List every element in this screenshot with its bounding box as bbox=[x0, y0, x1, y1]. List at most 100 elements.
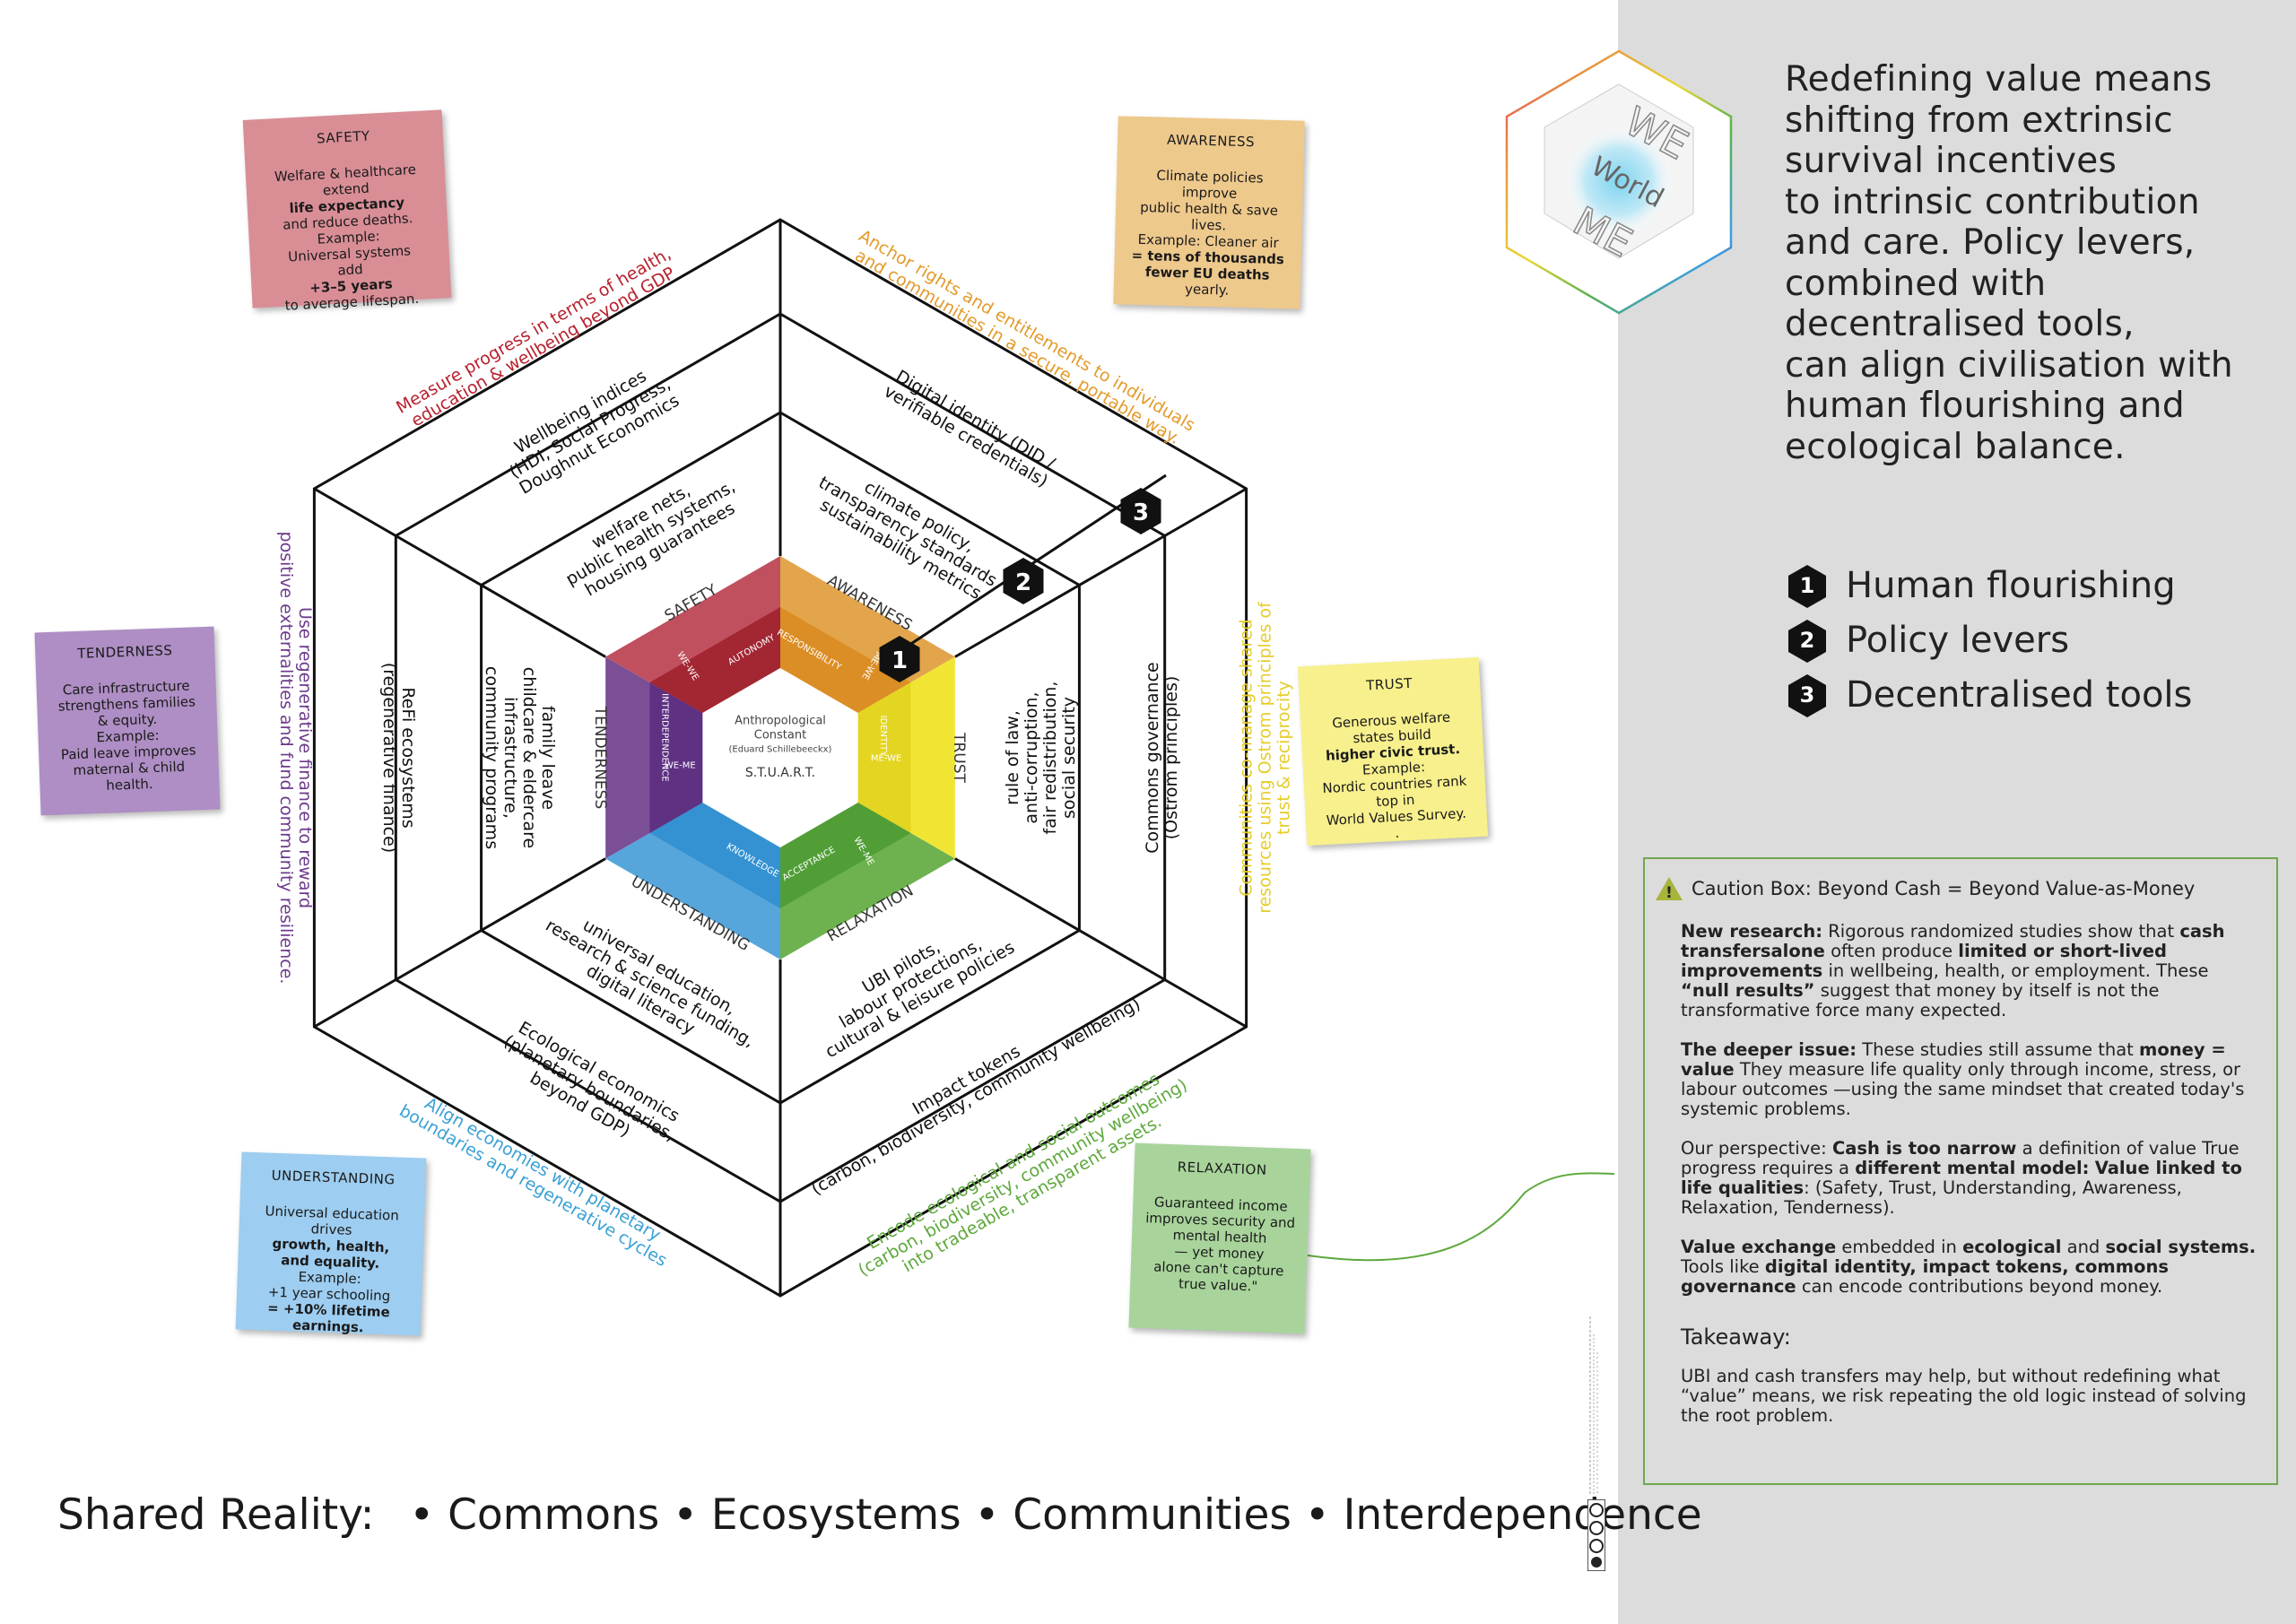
note-title: TRUST bbox=[1365, 674, 1413, 694]
text-line: TENDERNESS bbox=[591, 706, 609, 810]
text-line: INTERDEPENDENCE bbox=[659, 693, 669, 781]
segment-inner-safety bbox=[649, 607, 780, 713]
marker-human-flourishing-number: 1 bbox=[891, 647, 908, 674]
footer-label: Shared Reality: bbox=[57, 1490, 375, 1540]
creative-commons-license-icon bbox=[1587, 1499, 1605, 1571]
text-run: Value linked to life qualities bbox=[1681, 1158, 2242, 1198]
marker-decentralised-tools bbox=[1120, 488, 1161, 534]
text-line: WE-ME bbox=[665, 760, 696, 770]
headline-line: to intrinsic contribution bbox=[1785, 181, 2200, 222]
marker-decentralised-tools-number: 3 bbox=[1133, 499, 1149, 526]
text-line: rule of law, bbox=[1003, 710, 1022, 805]
hex-number-icon: 3 bbox=[1785, 673, 1830, 717]
headline-line: shifting from extrinsic bbox=[1785, 100, 2173, 141]
inner-label: ME-WE bbox=[871, 754, 901, 764]
text-run: suggest that money by itself is not the … bbox=[1681, 980, 2160, 1020]
connector-line bbox=[1307, 1172, 1614, 1262]
text-run: : (Safety, Trust, Understanding, Awarene… bbox=[1681, 1177, 2182, 1218]
segment-inner-awareness bbox=[780, 607, 911, 713]
legend-item-2: 2 Policy levers bbox=[1785, 612, 2192, 667]
footer-item-interdependence: Interdependence bbox=[1343, 1490, 1702, 1540]
text-run: a definition of value True progress requ… bbox=[1681, 1138, 2239, 1178]
legend-item-1: 1 Human flourishing bbox=[1785, 558, 2192, 612]
text-run: They measure life quality only through i… bbox=[1681, 1059, 2245, 1119]
headline-line: combined with bbox=[1785, 263, 2047, 304]
headline-line: human flourishing and bbox=[1785, 386, 2185, 426]
segment-inner-relaxation bbox=[780, 803, 911, 908]
note-line: = +10% lifetime earnings. bbox=[266, 1299, 390, 1336]
text-line: (Ostrom principles) bbox=[1161, 676, 1181, 840]
text-run: embedded in bbox=[1836, 1237, 1963, 1257]
caution-paragraph-value-exchange: Value exchange embedded in ecological an… bbox=[1681, 1238, 2262, 1297]
text-line: Use regenerative finance to reward bbox=[295, 607, 315, 908]
caution-paragraph-research: New research: Rigorous randomized studie… bbox=[1681, 922, 2262, 1020]
note-title: TENDERNESS bbox=[76, 642, 173, 662]
caution-title-text: Caution Box: Beyond Cash = Beyond Value-… bbox=[1692, 878, 2196, 899]
segment-label-trust: TRUST bbox=[950, 732, 968, 783]
note-line: maternal & child health. bbox=[73, 758, 186, 794]
note-line: public health & save lives. bbox=[1140, 198, 1279, 234]
center-acronym: S.T.U.A.R.T. bbox=[745, 766, 815, 780]
text-line: (regenerative finance) bbox=[379, 663, 399, 853]
text-run: Rigorous randomized studies show that bbox=[1822, 921, 2180, 942]
text-line: childcare & eldercare bbox=[519, 667, 539, 848]
ring3-text-tenderness: ReFi ecosystems(regenerative finance) bbox=[379, 663, 418, 853]
note-title: RELAXATION bbox=[1177, 1159, 1267, 1178]
inner-label: WE-ME bbox=[665, 760, 696, 770]
text-line: IDENTITY bbox=[878, 716, 888, 758]
footer-item-commons: Commons bbox=[448, 1490, 660, 1540]
text-line: TRUST bbox=[950, 732, 968, 783]
hex-spoke bbox=[313, 487, 606, 658]
takeaway-title: Takeaway: bbox=[1681, 1324, 1791, 1350]
note-title: AWARENESS bbox=[1166, 131, 1256, 151]
text-line: positive externalities and fund communit… bbox=[276, 532, 296, 985]
inner-label: IDENTITY bbox=[878, 716, 888, 758]
footer-bullet: • bbox=[409, 1490, 435, 1540]
legend-number: 1 bbox=[1799, 572, 1815, 598]
text-line: infrastructure, bbox=[500, 697, 520, 819]
note-title: UNDERSTANDING bbox=[271, 1167, 396, 1188]
text-run: Cash is too narrow bbox=[1831, 1138, 2017, 1159]
ring2-text-tenderness: family leavechildcare & eldercareinfrast… bbox=[482, 666, 558, 849]
caution-paragraph-deeper-issue: The deeper issue: These studies still as… bbox=[1681, 1040, 2262, 1119]
headline-line: Redefining value means bbox=[1785, 59, 2213, 100]
headline-line: ecological balance. bbox=[1785, 426, 2126, 467]
caution-title: ! Caution Box: Beyond Cash = Beyond Valu… bbox=[1654, 875, 2262, 902]
text-run: digital identity, impact tokens, commons… bbox=[1681, 1256, 2169, 1297]
caution-box: ! Caution Box: Beyond Cash = Beyond Valu… bbox=[1643, 857, 2278, 1485]
text-line: community programs bbox=[482, 666, 501, 849]
text-line: Commons governance bbox=[1143, 662, 1162, 853]
legend: 1 Human flourishing 2 Policy levers 3 De… bbox=[1785, 558, 2192, 722]
center-label: Anthropological bbox=[735, 715, 826, 728]
hex-number-icon: 1 bbox=[1785, 563, 1830, 608]
center-label: (Eduard Schillebeeckx) bbox=[729, 745, 832, 755]
segment-inner-trust bbox=[857, 682, 911, 833]
hex-spoke bbox=[954, 857, 1248, 1029]
fine-print-credit-icon bbox=[1589, 1316, 1598, 1496]
inner-label: INTERDEPENDENCE bbox=[659, 693, 669, 781]
text-run: These studies still assume that bbox=[1857, 1039, 2140, 1060]
text-run: Tools like bbox=[1681, 1256, 1765, 1277]
ring4-text-tenderness: Use regenerative finance to rewardpositi… bbox=[276, 532, 315, 985]
warning-icon: ! bbox=[1656, 877, 1683, 902]
text-line: social security bbox=[1059, 697, 1079, 819]
ring4-text-trust: Communities co-manage sharedresources us… bbox=[1237, 601, 1294, 914]
footer-bullet: • bbox=[974, 1490, 1000, 1540]
text-line: resources using Ostrom principles of bbox=[1256, 601, 1275, 914]
legend-label: Policy levers bbox=[1846, 619, 2070, 661]
text-run: ecological bbox=[1962, 1237, 2062, 1257]
note-line: Climate policies improve bbox=[1156, 167, 1264, 202]
marker-human-flourishing bbox=[879, 636, 920, 682]
text-run: Our perspective: bbox=[1681, 1138, 1832, 1159]
legend-label: Decentralised tools bbox=[1846, 673, 2193, 716]
takeaway-text: UBI and cash transfers may help, but wit… bbox=[1681, 1366, 2247, 1426]
text-line: fair redistribution, bbox=[1040, 682, 1060, 835]
text-line: ME-WE bbox=[871, 754, 901, 764]
text-line: Anthropological bbox=[735, 715, 826, 728]
marker-policy-levers bbox=[1003, 558, 1044, 604]
